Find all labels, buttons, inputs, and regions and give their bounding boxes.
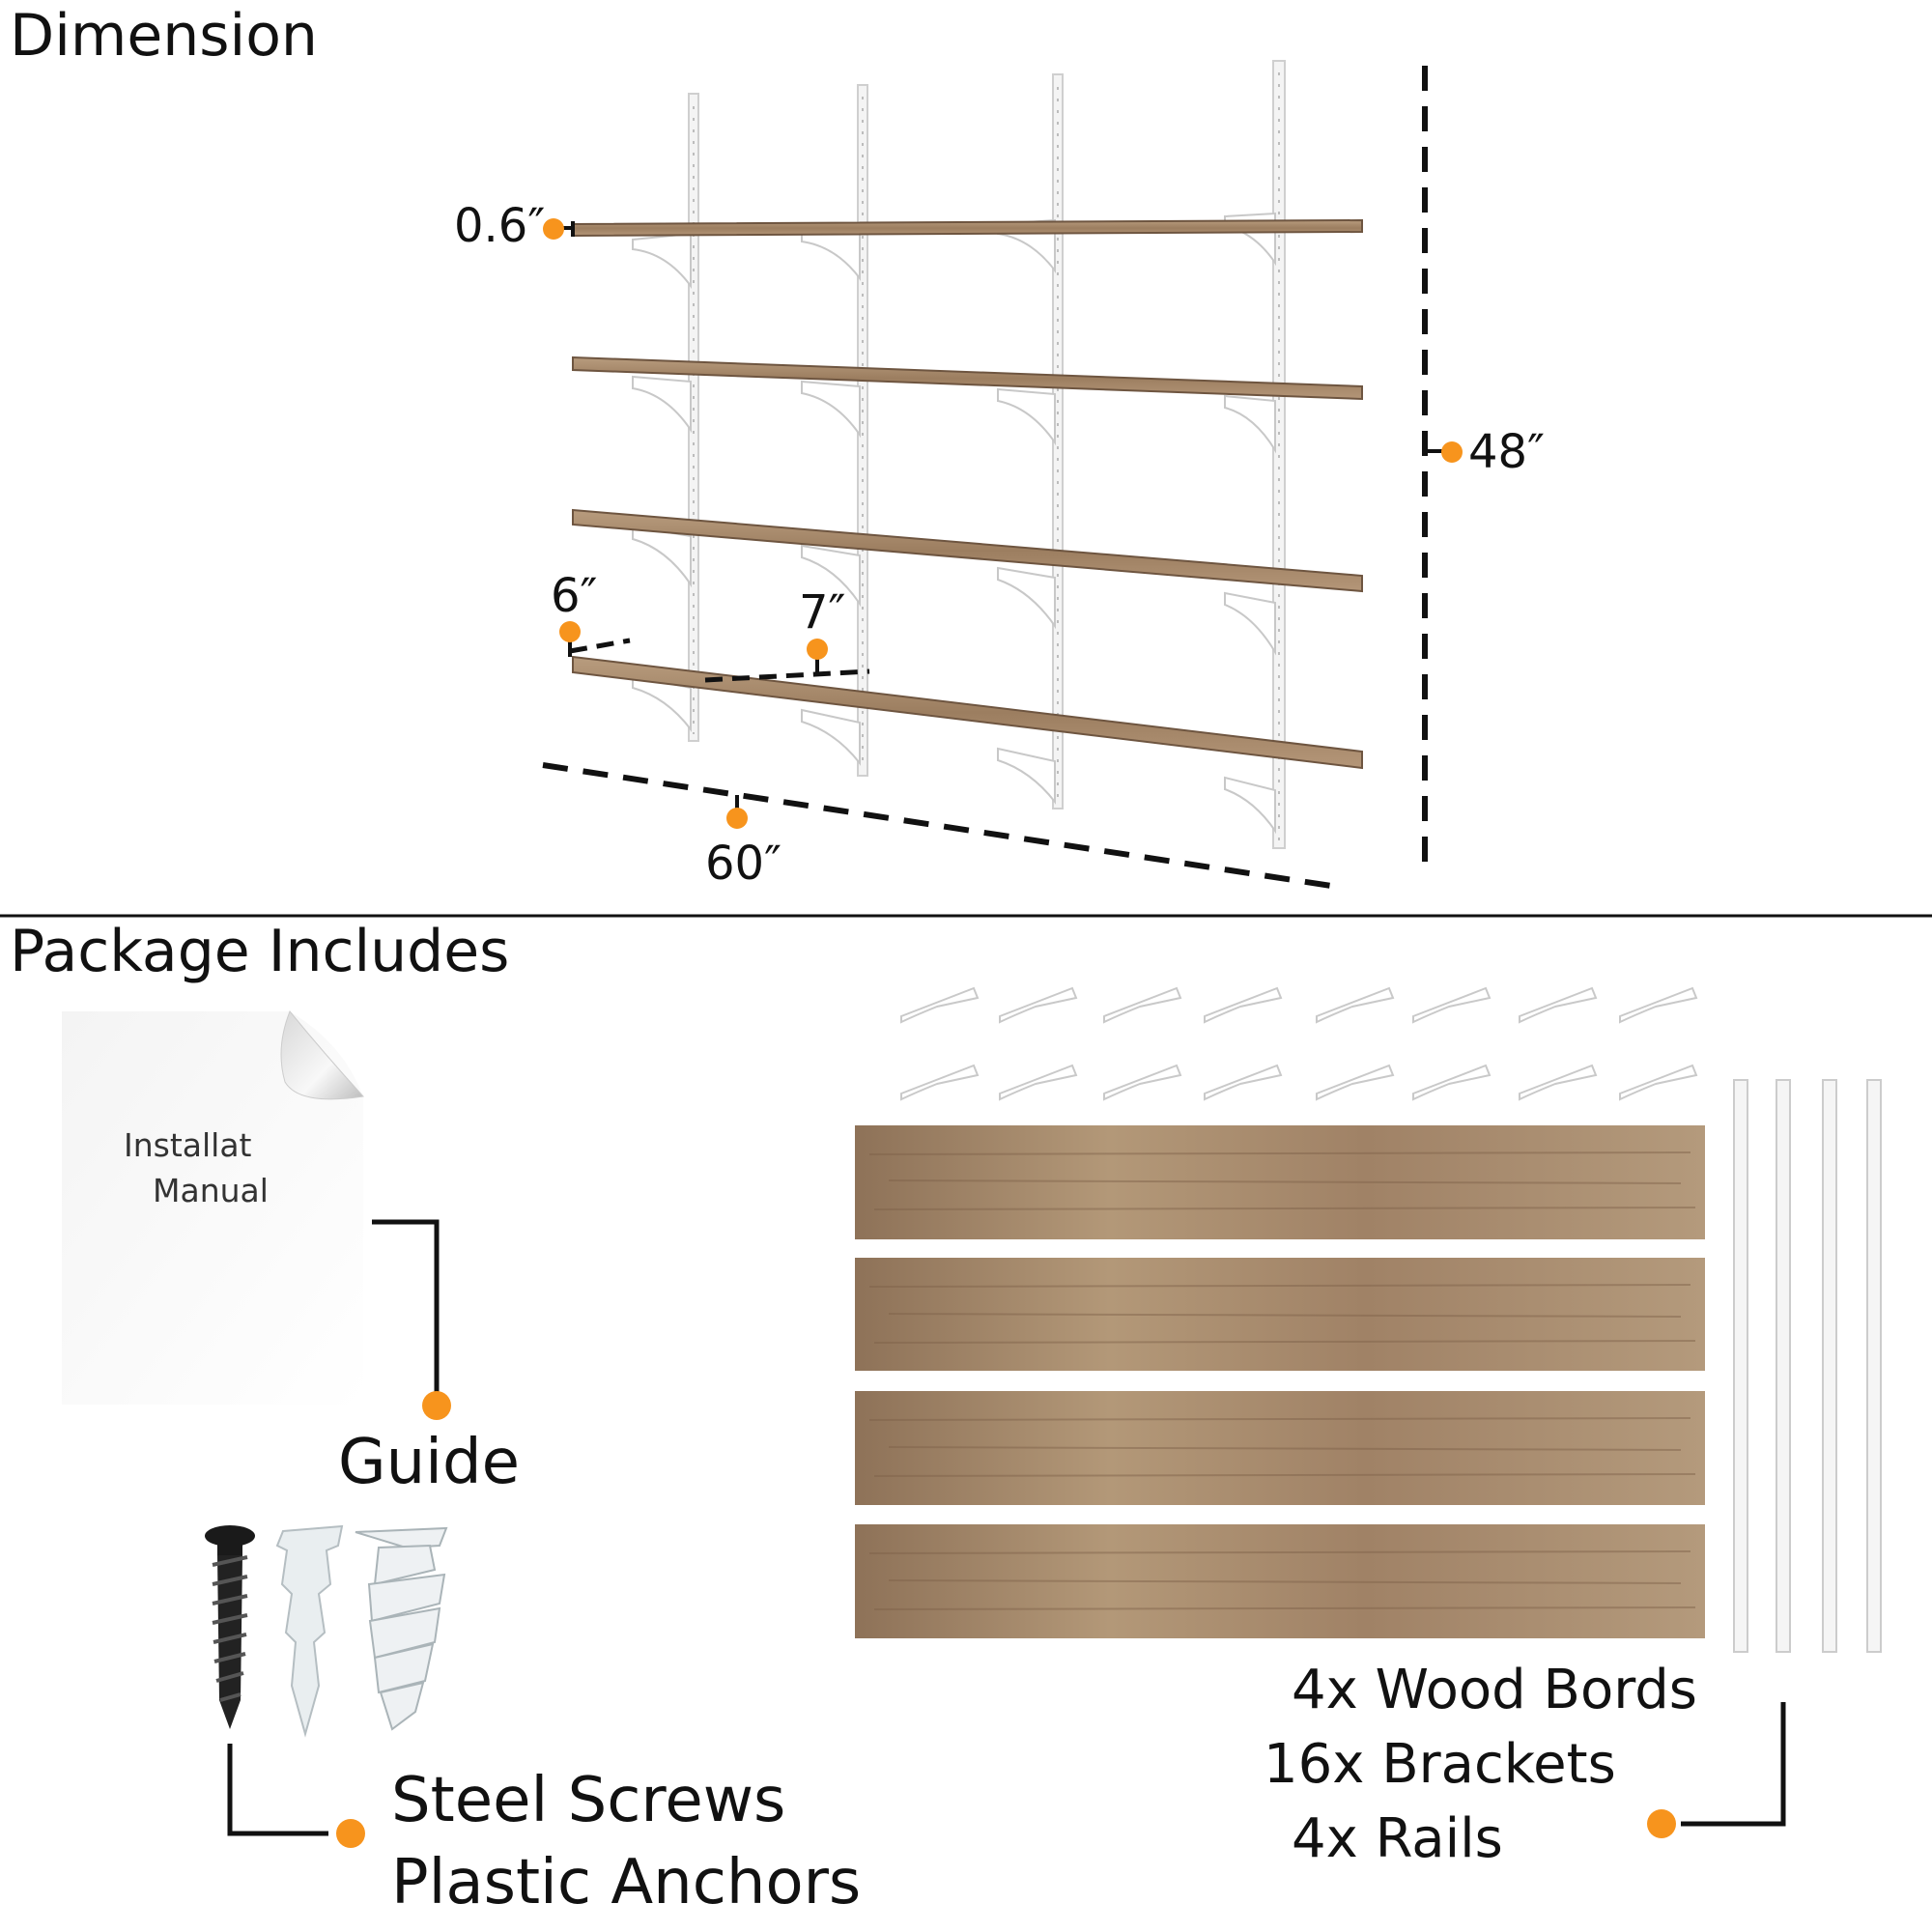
hardware-callout-line [227, 1744, 328, 1836]
bracket-part [1204, 1064, 1283, 1101]
hardware-label-line1: Steel Screws [391, 1765, 785, 1836]
wood-board-part [855, 1125, 1705, 1239]
wood-grain [868, 1151, 1696, 1610]
bracket-part [1316, 1064, 1395, 1101]
package-includes-heading: Package Includes [10, 918, 510, 985]
bracket-part [1103, 1064, 1182, 1101]
bracket [997, 566, 1056, 630]
shelf-board-3 [572, 508, 1363, 593]
shelf-boards [571, 218, 1363, 770]
dimension-markers [543, 218, 1463, 829]
rail-part [1733, 1079, 1748, 1653]
bracket [1224, 394, 1276, 454]
bracket-part [1619, 1064, 1698, 1101]
depth-mid-marker-dot [807, 639, 828, 660]
bracket [801, 708, 861, 766]
wood-board-part [855, 1391, 1705, 1505]
depth-left-marker-dot [559, 621, 581, 642]
page-curl [280, 1010, 364, 1100]
bracket [801, 544, 861, 608]
bracket-part [1412, 986, 1492, 1024]
installation-manual-illustration: Installat Manual [62, 1010, 364, 1405]
guide-callout-line [372, 1219, 440, 1403]
depth-left-label: 6″ [551, 569, 597, 623]
bracket-part [999, 1064, 1078, 1101]
width-marker-dot [726, 808, 748, 829]
depth-dimension-line-mid [704, 668, 870, 683]
shelf-board-1 [571, 218, 1363, 238]
bracket-part [1316, 986, 1395, 1024]
wall-rails [688, 60, 1286, 849]
wood-board-part [855, 1524, 1705, 1638]
rail-slots [693, 72, 1280, 840]
shelf-board-4 [572, 655, 1363, 770]
rail-parts [1733, 1079, 1882, 1653]
bracket-part [1519, 986, 1598, 1024]
manual-text-line2: Manual [153, 1172, 269, 1209]
wood-board-part [855, 1258, 1705, 1371]
bracket [801, 226, 861, 281]
bracket-part [1204, 986, 1283, 1024]
bracket-part [900, 1064, 980, 1101]
bracket [1224, 591, 1276, 656]
bracket [632, 525, 692, 588]
plastic-anchor-illustration [275, 1524, 344, 1738]
parts-label-line3: 4x Rails [1292, 1807, 1503, 1870]
rail-part [1866, 1079, 1882, 1653]
rail-part [1776, 1079, 1791, 1653]
bracket-part [1103, 986, 1182, 1024]
drywall-anchor-illustration [355, 1526, 448, 1731]
manual-text-line1: Installat [124, 1126, 252, 1164]
bracket-part [999, 986, 1078, 1024]
bracket-part [1519, 1064, 1598, 1101]
measurement-lines [542, 66, 1449, 889]
bracket [632, 375, 692, 434]
parts-marker-dot [1647, 1809, 1676, 1838]
bracket [997, 387, 1056, 446]
bracket-part [1412, 1064, 1492, 1101]
bracket [801, 380, 861, 439]
bracket [997, 747, 1056, 805]
wall-rail [1052, 73, 1064, 810]
bracket-part [1619, 986, 1698, 1024]
bracket-part [900, 986, 980, 1024]
bracket [1224, 776, 1276, 835]
depth-mid-label: 7″ [799, 585, 845, 639]
thickness-marker-dot [543, 218, 564, 240]
bracket [632, 674, 692, 732]
guide-label: Guide [338, 1427, 520, 1498]
width-dimension-line [542, 762, 1332, 889]
thickness-label: 0.6″ [454, 199, 545, 253]
hardware-label-line2: Plastic Anchors [391, 1847, 861, 1918]
hardware-marker-dot [336, 1819, 365, 1848]
parts-label-line2: 16x Brackets [1264, 1733, 1616, 1796]
wood-board-parts [855, 1125, 1705, 1638]
guide-marker-dot [422, 1391, 451, 1420]
dimension-heading: Dimension [10, 2, 318, 70]
parts-label-line1: 4x Wood Bords [1292, 1659, 1697, 1721]
height-label: 48″ [1468, 425, 1545, 479]
depth-dimension-line-left [569, 638, 631, 654]
shelf-brackets [632, 212, 1276, 835]
width-label: 60″ [705, 837, 781, 891]
height-marker-dot [1441, 441, 1463, 463]
screw-illustration [205, 1525, 255, 1729]
rail-part [1822, 1079, 1837, 1653]
shelf-board-2 [572, 355, 1363, 401]
bracket [632, 232, 692, 290]
parts-callout-line [1681, 1702, 1786, 1827]
bracket-parts [900, 986, 1698, 1101]
